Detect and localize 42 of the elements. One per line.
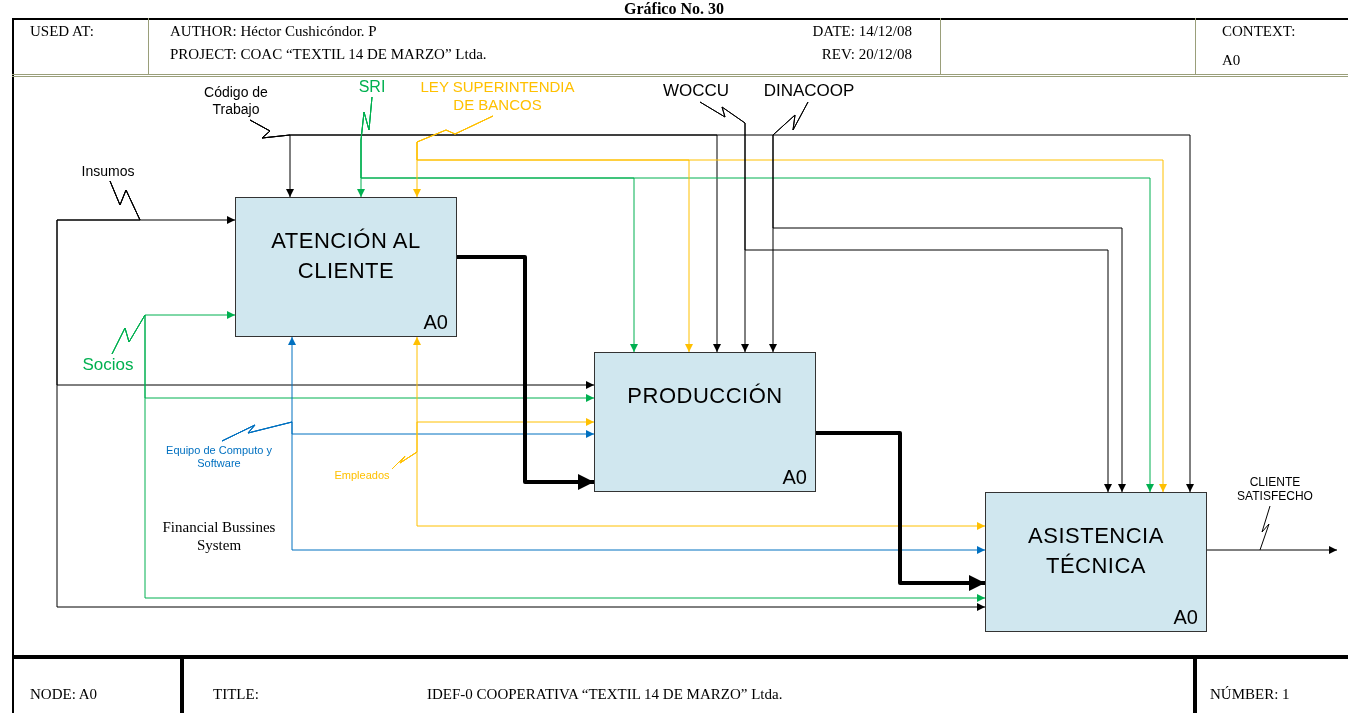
process-name: ATENCIÓN AL CLIENTE — [270, 227, 422, 285]
process-name: PRODUCCIÓN — [626, 382, 784, 410]
arrow-label: SRI — [352, 77, 392, 97]
arrow — [56, 180, 986, 611]
arrow-label: Socios — [70, 354, 146, 376]
arrow-label: Empleados — [322, 469, 402, 483]
field-text: NÚMBER: 1 — [1210, 685, 1290, 703]
process-box — [985, 492, 1207, 632]
process-name: ASISTENCIA TÉCNICA — [1027, 522, 1165, 580]
process-box — [594, 352, 816, 492]
arrow — [699, 101, 1112, 493]
field-text: PROJECT: COAC “TEXTIL 14 DE MARZO” Ltda. — [170, 45, 487, 63]
node-code: A0 — [782, 465, 807, 489]
node-code: A0 — [1173, 605, 1198, 629]
page-title: Gráfico No. 30 — [623, 0, 725, 18]
field-text: CONTEXT: — [1222, 22, 1296, 40]
node-code: A0 — [423, 310, 448, 334]
arrow-label: LEY SUPERINTENDIA DE BANCOS — [410, 76, 585, 116]
arrow — [111, 314, 986, 602]
field-text: USED AT: — [30, 22, 94, 40]
field-text: NODE: A0 — [30, 685, 98, 703]
field-text: A0 — [1222, 51, 1241, 69]
field-text: DATE: 14/12/08 — [812, 22, 912, 40]
mechanism-note: Financial Bussines System — [161, 518, 277, 554]
arrow — [816, 431, 985, 591]
arrow-label: Equipo de Computo y Software — [148, 441, 290, 473]
field-text: IDEF-0 COOPERATIVA “TEXTIL 14 DE MARZO” Ltda. — [427, 685, 783, 703]
field-text: AUTHOR: Héctor Cushicóndor. P — [170, 22, 377, 40]
arrow-label: CLIENTE SATISFECHO — [1212, 472, 1338, 506]
field-text: REV: 20/12/08 — [821, 45, 912, 63]
arrow — [1206, 546, 1338, 554]
arrow — [457, 255, 594, 490]
arrow-label: Código de Trabajo — [190, 82, 282, 120]
arrow-label: WOCCU — [652, 80, 740, 102]
arrow-label: DINACOOP — [750, 80, 868, 102]
arrow-label: Insumos — [66, 162, 150, 181]
field-text: TITLE: — [213, 685, 259, 703]
arrow — [249, 119, 1194, 493]
process-box — [235, 197, 457, 337]
leader-line — [1259, 505, 1271, 551]
arrow — [772, 101, 1126, 493]
arrow — [221, 421, 986, 554]
